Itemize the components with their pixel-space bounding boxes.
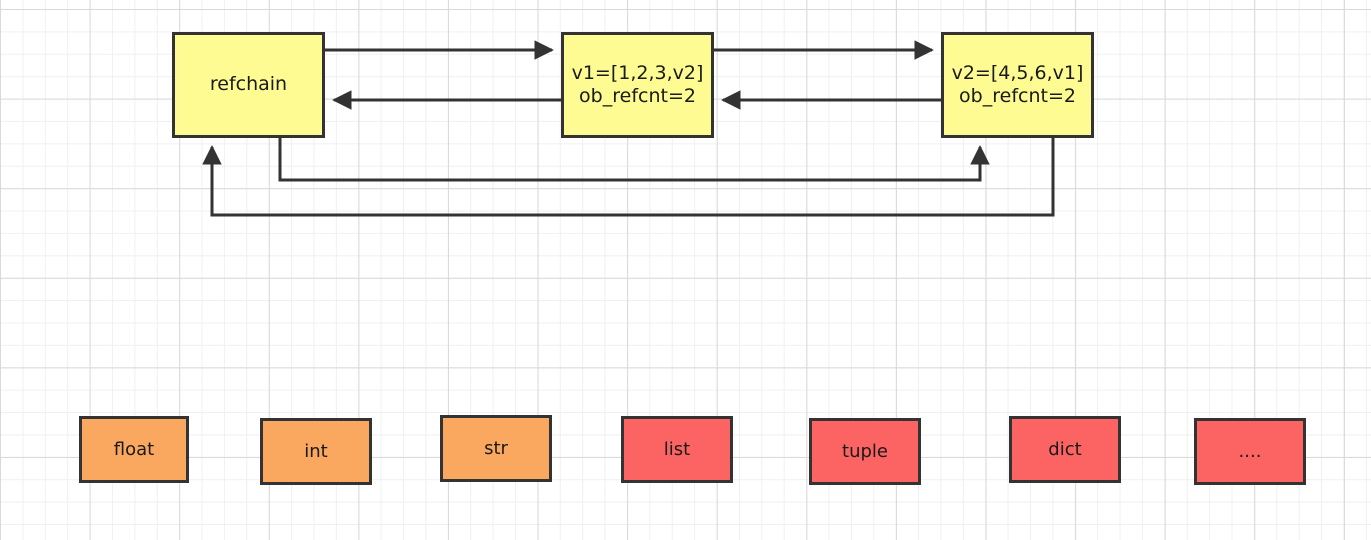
edge-refchain-to-v2-loop [278,138,990,182]
node-ellipsis[interactable]: .... [1194,418,1306,485]
node-dict[interactable]: dict [1009,416,1121,483]
node-tuple[interactable]: tuple [809,418,921,485]
node-ellipsis-label: .... [1238,440,1262,462]
node-v1[interactable]: v1=[1,2,3,v2] ob_refcnt=2 [561,32,714,138]
node-list[interactable]: list [621,416,733,483]
node-v2-line-0: v2=[4,5,6,v1] [951,61,1084,84]
node-dict-label: dict [1048,438,1082,460]
node-int[interactable]: int [260,418,372,485]
node-list-label: list [663,438,691,460]
node-float[interactable]: float [79,416,189,483]
edge-v2-to-refchain-loop [202,138,1055,217]
node-tuple-label: tuple [842,440,888,462]
node-str-label: str [484,437,508,459]
node-int-label: int [304,440,328,462]
node-v2[interactable]: v2=[4,5,6,v1] ob_refcnt=2 [941,32,1094,138]
node-v1-line-0: v1=[1,2,3,v2] [571,61,704,84]
node-v1-line-1: ob_refcnt=2 [579,85,696,107]
node-refchain-line-0: refchain [209,73,288,96]
node-refchain[interactable]: refchain [172,32,325,138]
node-v2-line-1: ob_refcnt=2 [959,85,1076,107]
node-str[interactable]: str [440,415,552,482]
node-float-label: float [113,438,155,460]
